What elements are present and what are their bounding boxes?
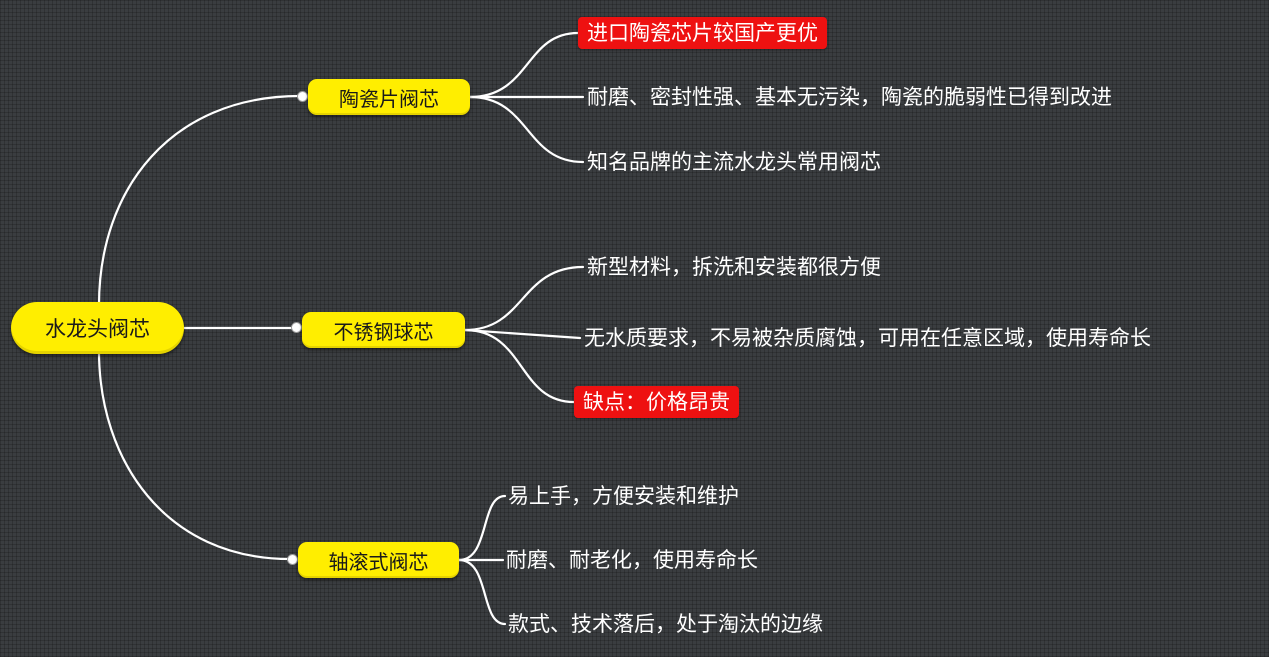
collapse-knob-branch-1[interactable] — [297, 91, 308, 102]
branch-node-label: 轴滚式阀芯 — [328, 549, 429, 574]
connector-b3-leaf-1 — [457, 494, 507, 562]
branch-node-label: 陶瓷片阀芯 — [339, 86, 439, 111]
leaf-node[interactable]: 耐磨、耐老化，使用寿命长 — [506, 548, 758, 572]
root-node-label: 水龙头阀芯 — [45, 317, 150, 341]
connector-root-to-branch-1 — [97, 94, 302, 307]
leaf-node-highlighted[interactable]: 进口陶瓷芯片较国产更优 — [578, 17, 827, 49]
root-node[interactable]: 水龙头阀芯 — [11, 302, 184, 354]
branch-node-roller-axis[interactable]: 轴滚式阀芯 — [298, 542, 459, 578]
leaf-node-highlighted[interactable]: 缺点：价格昂贵 — [574, 386, 739, 418]
leaf-node[interactable]: 耐磨、密封性强、基本无污染，陶瓷的脆弱性已得到改进 — [587, 85, 1112, 109]
connector-b2-leaf-2 — [463, 328, 582, 340]
leaf-node[interactable]: 无水质要求，不易被杂质腐蚀，可用在任意区域，使用寿命长 — [584, 326, 1151, 350]
branch-node-stainless-ball[interactable]: 不锈钢球芯 — [302, 312, 465, 348]
connector-b2-leaf-1 — [463, 265, 585, 332]
leaf-node[interactable]: 款式、技术落后，处于淘汰的边缘 — [508, 612, 823, 636]
collapse-knob-branch-3[interactable] — [287, 554, 298, 565]
leaf-node[interactable]: 知名品牌的主流水龙头常用阀芯 — [587, 150, 881, 174]
connector-b2-leaf-3 — [463, 328, 576, 404]
connector-b1-leaf-1 — [468, 31, 580, 99]
leaf-node[interactable]: 易上手，方便安装和维护 — [508, 484, 739, 508]
branch-node-ceramic[interactable]: 陶瓷片阀芯 — [308, 79, 470, 115]
connector-b3-leaf-3 — [457, 558, 507, 626]
connector-root-to-branch-3 — [97, 349, 292, 561]
connector-b1-leaf-3 — [468, 95, 585, 164]
branch-node-label: 不锈钢球芯 — [333, 319, 434, 344]
leaf-node[interactable]: 新型材料，拆洗和安装都很方便 — [587, 255, 881, 279]
collapse-knob-branch-2[interactable] — [291, 322, 302, 333]
